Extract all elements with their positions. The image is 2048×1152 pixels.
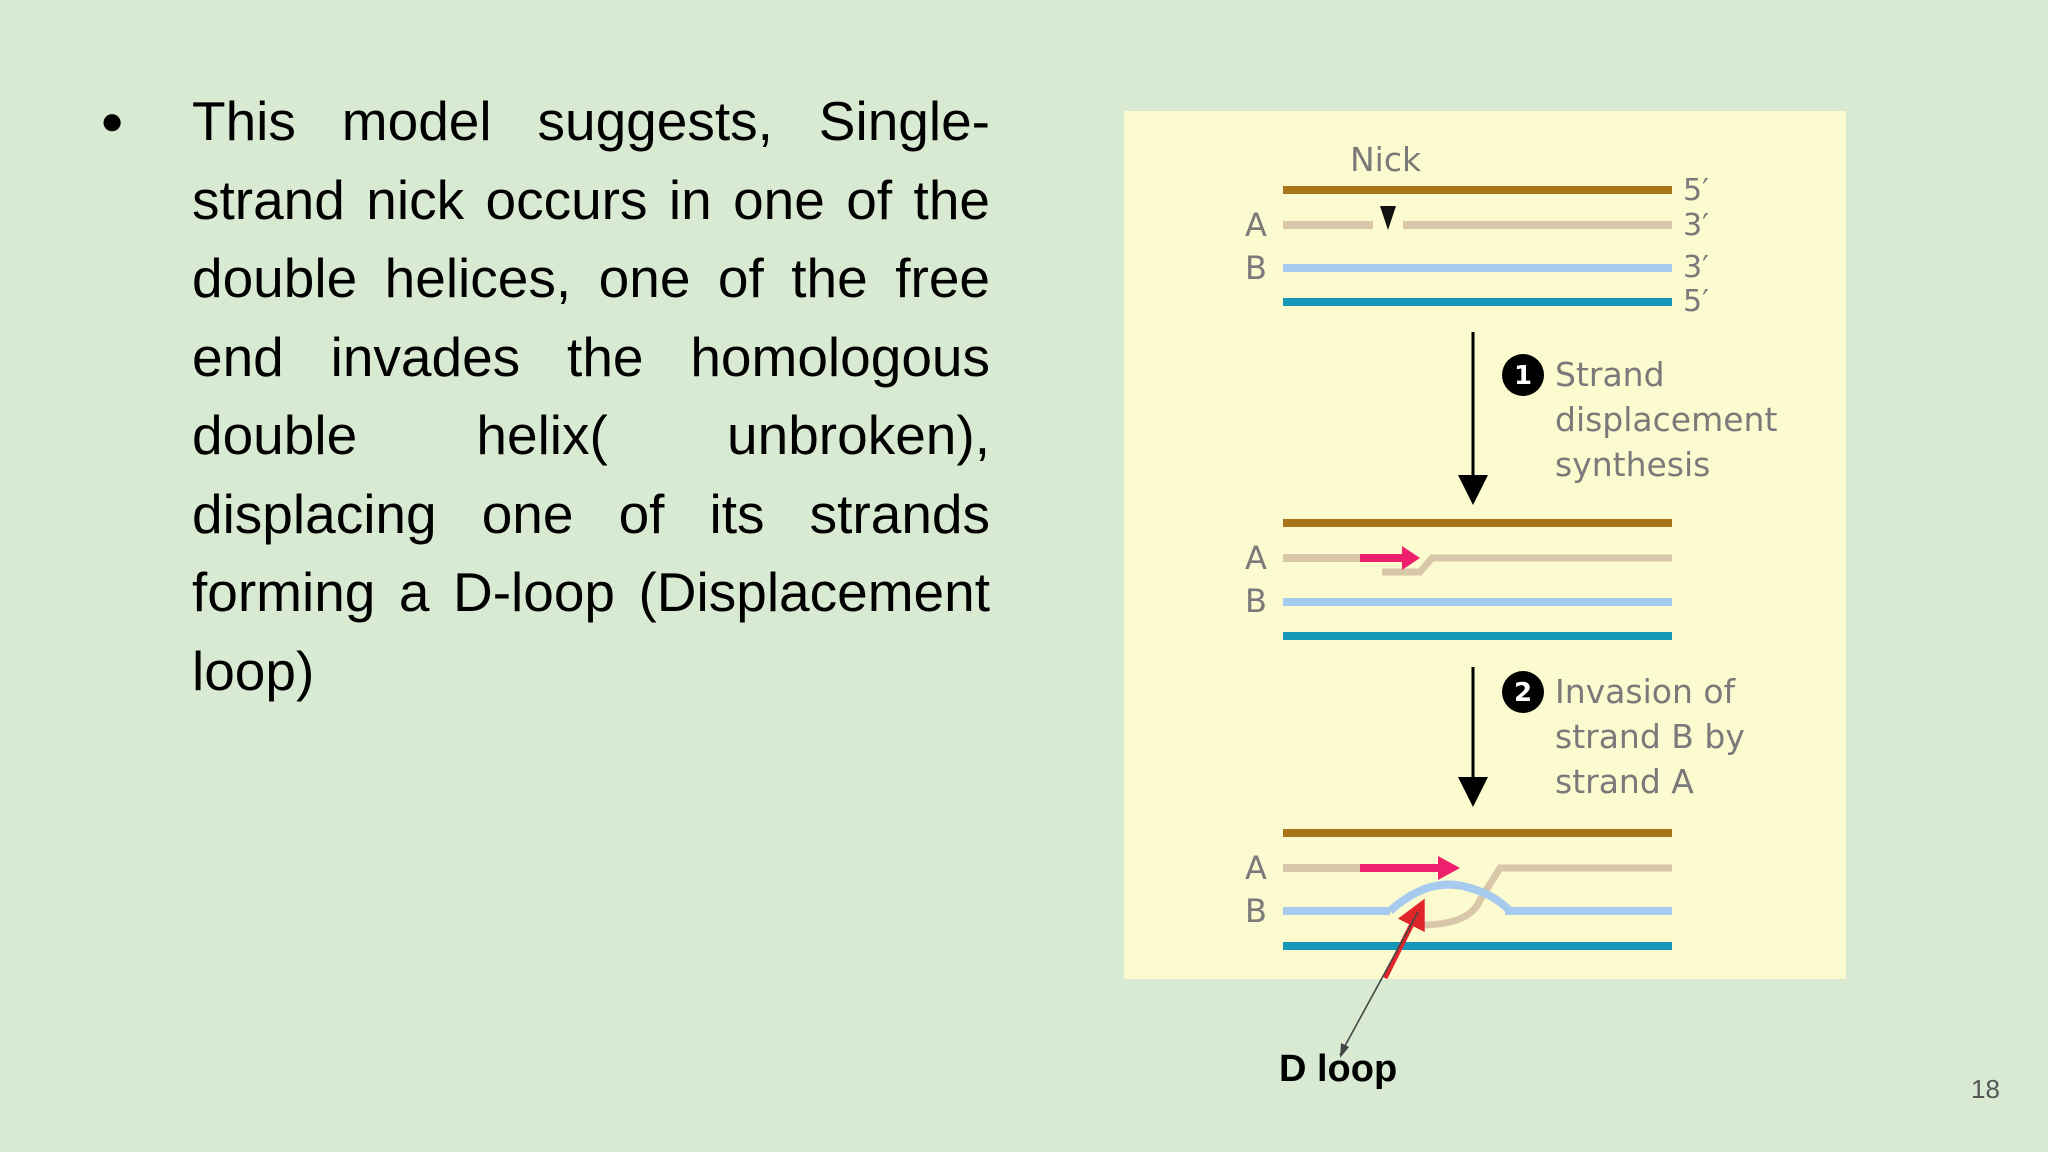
figure-panel <box>1124 111 1846 979</box>
dloop-label: D loop <box>1279 1048 1397 1090</box>
bullet-item: ● This model suggests, Single-strand nic… <box>100 82 990 710</box>
page-number: 18 <box>1971 1074 2000 1104</box>
dloop-pointer-head-icon <box>1340 1043 1349 1058</box>
bullet-text: This model suggests, Single-strand nick … <box>192 90 990 702</box>
bullet-dot: ● <box>100 99 125 143</box>
bullet-list: ● This model suggests, Single-strand nic… <box>100 82 990 710</box>
